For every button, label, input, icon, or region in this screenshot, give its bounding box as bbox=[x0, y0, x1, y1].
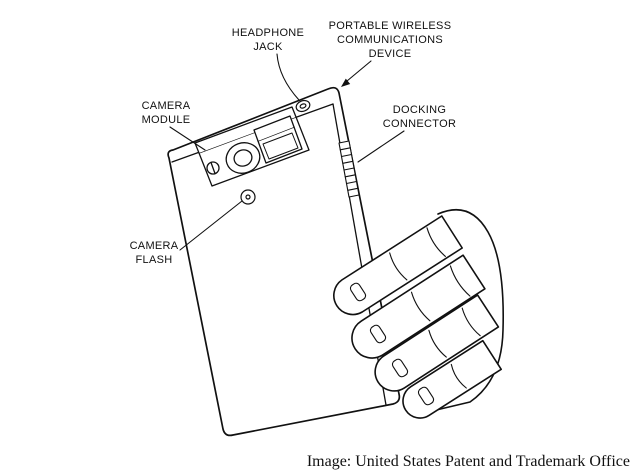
label-camera-module: CAMERA MODULE bbox=[141, 100, 191, 126]
camera-module-leader-line bbox=[169, 126, 206, 151]
camera-lens-drawing bbox=[225, 142, 261, 174]
finger-middle bbox=[351, 254, 486, 359]
phone-illustration bbox=[167, 86, 401, 437]
device-leader-line bbox=[346, 60, 372, 82]
label-portable-wireless-device: PORTABLE WIRELESS COMMUNICATIONS DEVICE bbox=[328, 20, 452, 60]
fingernail bbox=[417, 386, 435, 406]
fingernail bbox=[369, 324, 387, 344]
finger-ring bbox=[374, 294, 500, 392]
camera-module-drawing bbox=[194, 106, 310, 187]
headphone-jack-leader-line bbox=[276, 53, 300, 101]
leader-lines bbox=[169, 53, 405, 251]
camera-flash-drawing bbox=[240, 189, 256, 205]
label-camera-flash: CAMERA FLASH bbox=[129, 240, 179, 266]
label-docking-connector: DOCKING CONNECTOR bbox=[382, 104, 457, 130]
finger-index bbox=[333, 215, 463, 316]
camera-screw-drawing bbox=[206, 161, 220, 175]
fingernail bbox=[349, 282, 367, 302]
docking-connector-drawing bbox=[338, 140, 360, 198]
camera-prism-drawing bbox=[253, 115, 303, 164]
image-credit-caption: Image: United States Patent and Trademar… bbox=[306, 453, 630, 470]
fingernail bbox=[391, 358, 409, 378]
hand-illustration bbox=[333, 208, 505, 419]
finger-pinky bbox=[402, 339, 502, 419]
docking-connector-leader-line bbox=[357, 130, 405, 163]
label-headphone-jack: HEADPHONE JACK bbox=[231, 27, 305, 53]
headphone-jack-drawing bbox=[295, 99, 311, 113]
device-arrowhead bbox=[341, 78, 351, 87]
camera-flash-leader-line bbox=[179, 200, 243, 251]
